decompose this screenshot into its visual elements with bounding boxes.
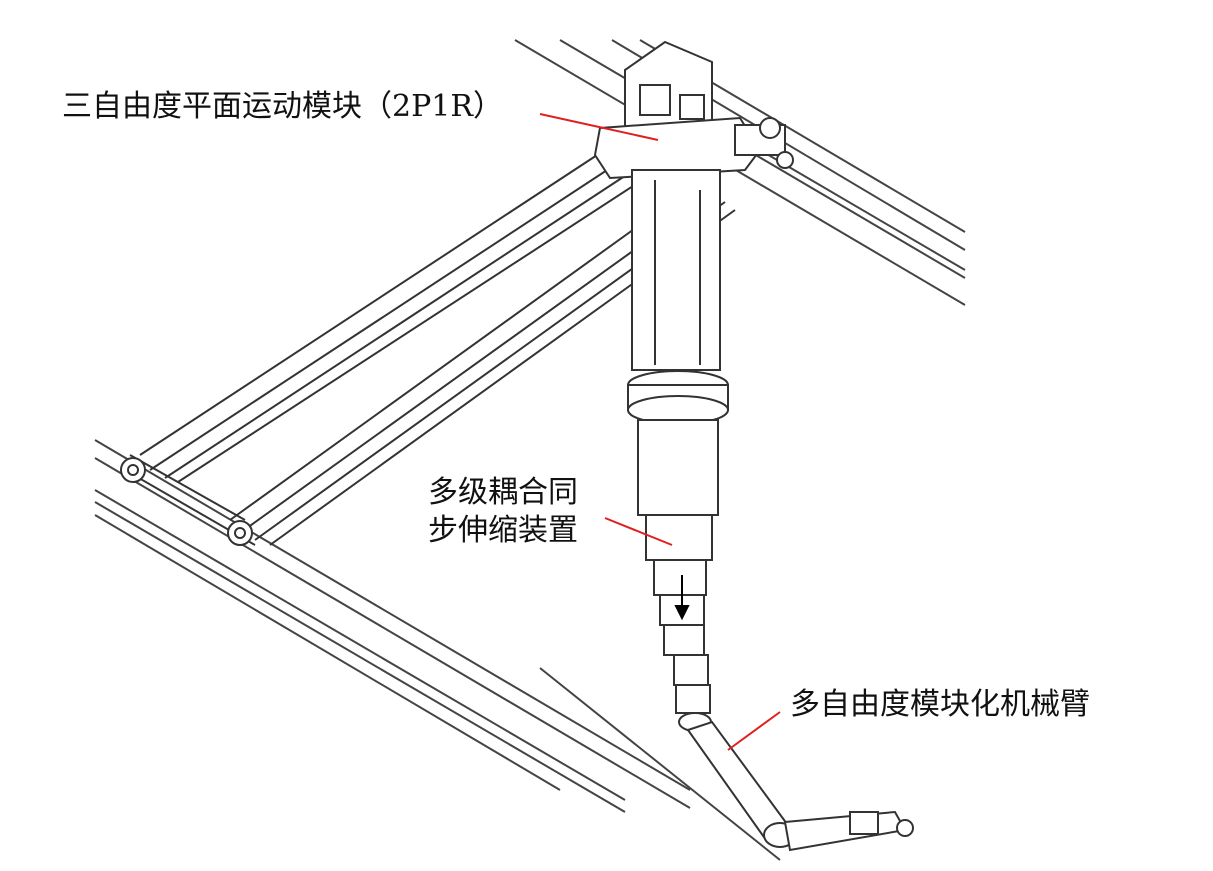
leader-arm [727, 711, 781, 751]
extension-arrow [674, 575, 690, 621]
bottom-left-frame [94, 439, 781, 861]
label-telescopic-device: 多级耦合同 步伸缩装置 [428, 474, 578, 550]
leader-telescope [604, 517, 673, 546]
telescopic-column-drawing [627, 169, 729, 686]
label-robot-arm: 多自由度模块化机械臂 [790, 687, 1090, 722]
label-telescopic-line1: 多级耦合同 [428, 475, 578, 510]
robot-arm-drawing [675, 684, 914, 852]
leader-planar [539, 113, 659, 141]
leader-lines [539, 113, 781, 751]
gantry-beams [124, 139, 736, 546]
label-planar-module: 三自由度平面运动模块（2P1R） [62, 89, 503, 124]
label-telescopic-line2: 步伸缩装置 [428, 513, 578, 548]
planar-module-drawing [593, 40, 794, 180]
